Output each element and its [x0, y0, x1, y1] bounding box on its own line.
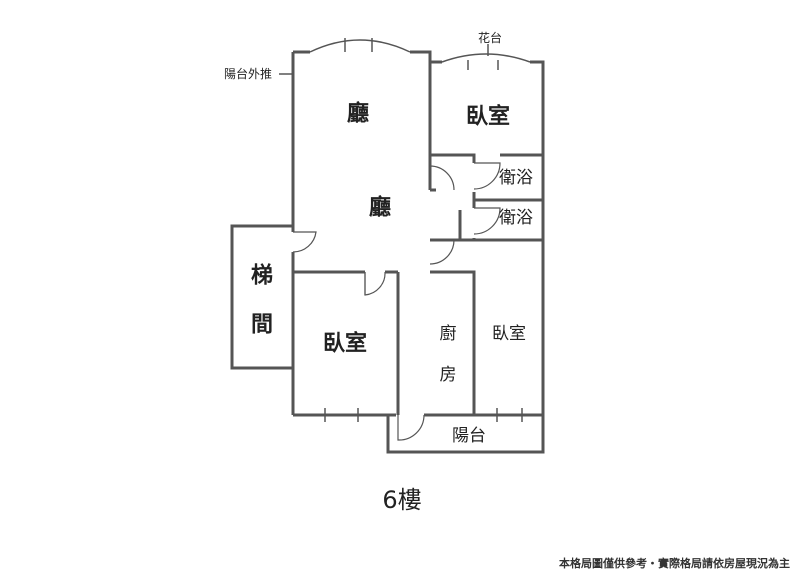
room-bedroom-sw: 臥室 [323, 331, 367, 357]
floor-label: 6樓 [382, 486, 421, 514]
room-stair-2: 間 [251, 313, 273, 338]
room-bath-2: 衛浴 [499, 208, 533, 228]
room-kitchen-2: 房 [440, 365, 457, 385]
room-bedroom-ne: 臥室 [466, 104, 510, 130]
room-kitchen-1: 廚 [440, 323, 457, 344]
footer-note: 本格局圖僅供參考・實際格局請依房屋現況為主 [559, 557, 790, 570]
annotation-balcony-push-out: 陽台外推 [224, 66, 272, 81]
door-swings [292, 162, 501, 441]
annotation-flower-deck: 花台 [478, 30, 502, 45]
room-stair-1: 梯 [251, 263, 273, 289]
room-living-top: 廳 [347, 101, 369, 127]
room-bath-1: 衛浴 [499, 168, 533, 188]
room-bedroom-se: 臥室 [492, 324, 526, 344]
window-ticks [324, 38, 523, 422]
bay-window-arcs [309, 39, 531, 63]
room-balcony-s: 陽台 [452, 426, 486, 446]
room-living-mid: 廳 [369, 195, 391, 221]
